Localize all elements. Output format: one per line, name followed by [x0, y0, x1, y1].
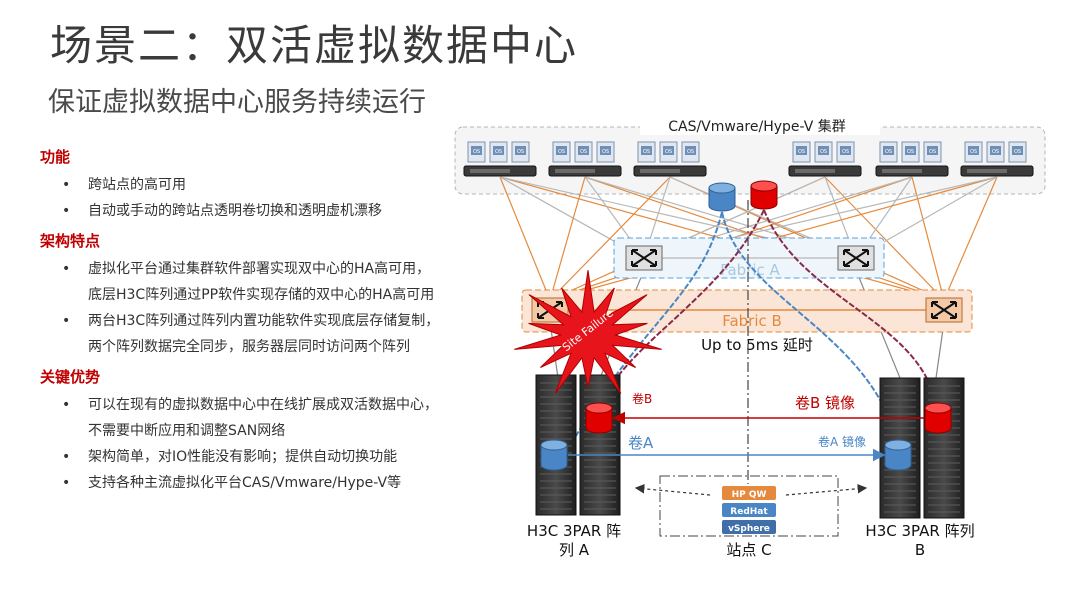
site-failure-burst: Site Failure [514, 270, 662, 394]
vm-icon: OS [986, 141, 1005, 163]
switch-icon [625, 245, 663, 271]
list-item: 两台H3C阵列通过阵列内置功能软件实现底层存储复制，两个阵列数据完全同步，服务器… [40, 308, 440, 360]
vm-icon: OS [659, 141, 678, 163]
volume-a-label: 卷A [628, 434, 654, 452]
switch-icon [925, 297, 963, 323]
red-volume-icon [924, 402, 952, 434]
vm-icon: OS [964, 141, 983, 163]
red-volume-icon [750, 180, 778, 210]
vm-icon: OS [836, 141, 855, 163]
section-heading-architecture: 架构特点 [40, 232, 101, 250]
witness-vsphere: vSphere [728, 524, 770, 534]
vm-icon: OS [574, 141, 593, 163]
section-heading-functions: 功能 [40, 148, 71, 166]
svg-text:OS: OS [473, 149, 480, 155]
svg-text:OS: OS [885, 149, 892, 155]
list-item: 架构简单，对IO性能没有影响；提供自动切换功能 [40, 444, 440, 470]
host-server: OS OS OS [875, 141, 949, 177]
fabric-a-label: Fabric A [720, 261, 780, 279]
fabric-b-box [521, 289, 973, 333]
page-title: 场景二：双活虚拟数据中心 [50, 21, 579, 70]
svg-text:OS: OS [558, 149, 565, 155]
functions-list: 跨站点的高可用 自动或手动的跨站点透明卷切换和透明虚机漂移 [40, 172, 460, 224]
host-server: OS OS OS [788, 141, 862, 177]
vm-icon: OS [596, 141, 615, 163]
array-b-label-line1: H3C 3PAR 阵列 [865, 522, 974, 540]
vm-icon: OS [879, 141, 898, 163]
architecture-list: 虚拟化平台通过集群软件部署实现双中心的HA高可用，底层H3C阵列通过PP软件实现… [40, 256, 440, 360]
vm-icon: OS [1008, 141, 1027, 163]
volume-b-label: 卷B [632, 391, 652, 406]
switch-icon [837, 245, 875, 271]
svg-text:OS: OS [517, 149, 524, 155]
cluster-box [454, 126, 1046, 195]
section-heading-advantages: 关键优势 [40, 368, 101, 386]
svg-text:OS: OS [665, 149, 672, 155]
svg-text:OS: OS [970, 149, 977, 155]
svg-text:OS: OS [580, 149, 587, 155]
host-server: OS OS OS [548, 141, 622, 177]
vm-icon: OS [792, 141, 811, 163]
witness-stack: HP QW RedHat vSphere [722, 486, 776, 534]
svg-text:OS: OS [992, 149, 999, 155]
svg-text:OS: OS [643, 149, 650, 155]
blue-volume-icon [708, 182, 736, 212]
host-server: OS OS OS [960, 141, 1034, 177]
vm-icon: OS [467, 141, 486, 163]
svg-text:OS: OS [907, 149, 914, 155]
volume-b-mirror-label: 卷B 镜像 [795, 394, 855, 412]
svg-text:OS: OS [842, 149, 849, 155]
list-item: 可以在现有的虚拟数据中心中在线扩展成双活数据中心，不需要中断应用和调整SAN网络 [40, 392, 440, 444]
list-item: 自动或手动的跨站点透明卷切换和透明虚机漂移 [40, 198, 460, 224]
vm-icon: OS [814, 141, 833, 163]
svg-text:OS: OS [929, 149, 936, 155]
host-server: OS OS OS [633, 141, 707, 177]
vm-icon: OS [511, 141, 530, 163]
fabric-b-label: Fabric B [722, 312, 782, 330]
vm-icon: OS [681, 141, 700, 163]
blue-volume-icon [884, 439, 912, 471]
svg-text:OS: OS [798, 149, 805, 155]
vm-icon: OS [552, 141, 571, 163]
svg-text:OS: OS [602, 149, 609, 155]
host-server: OS OS OS [463, 141, 537, 177]
svg-text:OS: OS [1014, 149, 1021, 155]
blue-volume-icon [540, 439, 568, 471]
list-item: 支持各种主流虚拟化平台CAS/Vmware/Hype-V等 [40, 470, 440, 496]
latency-label: Up to 5ms 延时 [701, 336, 813, 354]
server-group: OS OS OS OS OS OS OS OS OS OS OS OS OS OS OS OS OS OS [463, 141, 1034, 177]
cluster-label: CAS/Vmware/Hype-V 集群 [668, 118, 846, 135]
vm-icon: OS [637, 141, 656, 163]
svg-text:OS: OS [820, 149, 827, 155]
list-item: 虚拟化平台通过集群软件部署实现双中心的HA高可用，底层H3C阵列通过PP软件实现… [40, 256, 440, 308]
vm-icon: OS [901, 141, 920, 163]
array-a-label-line2: 列 A [559, 541, 590, 559]
advantages-list: 可以在现有的虚拟数据中心中在线扩展成双活数据中心，不需要中断应用和调整SAN网络… [40, 392, 440, 496]
svg-text:OS: OS [687, 149, 694, 155]
vm-icon: OS [489, 141, 508, 163]
list-item: 跨站点的高可用 [40, 172, 460, 198]
site-c-box [659, 475, 839, 537]
vm-icon: OS [923, 141, 942, 163]
svg-text:OS: OS [495, 149, 502, 155]
page-subtitle: 保证虚拟数据中心服务持续运行 [48, 87, 426, 118]
array-a-label-line1: H3C 3PAR 阵 [527, 522, 621, 540]
array-b-label-line2: B [915, 541, 925, 559]
site-c-label: 站点 C [726, 541, 771, 559]
red-volume-icon [585, 402, 613, 434]
witness-redhat: RedHat [730, 507, 768, 517]
witness-hpqw: HP QW [732, 490, 767, 500]
volume-a-mirror-label: 卷A 镜像 [818, 434, 866, 449]
feature-list: 功能 跨站点的高可用 自动或手动的跨站点透明卷切换和透明虚机漂移 架构特点 虚拟… [40, 146, 460, 502]
